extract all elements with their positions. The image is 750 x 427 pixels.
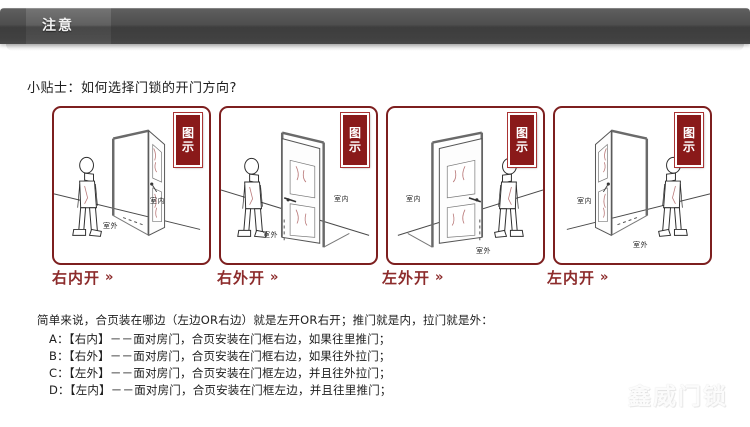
explanation-item-a: A：【右内】－－面对房门，合页安装在门框右边，如果往里推门； bbox=[49, 332, 391, 346]
badge-char-top: 图 bbox=[181, 126, 194, 140]
caption-label: 右内开 bbox=[52, 268, 101, 287]
illustration-panel-left-out: 室内 室外 图 示 bbox=[386, 106, 545, 265]
illustration-panel-left-in: 室内 室外 图 示 bbox=[553, 106, 712, 265]
panel-caption-right-out: 右外开 » bbox=[217, 264, 374, 290]
diagram-badge: 图 示 bbox=[507, 112, 537, 168]
indoor-label: 室内 bbox=[577, 197, 592, 205]
indoor-label: 室内 bbox=[150, 197, 165, 205]
explanation-item-c: C：【左外】－－面对房门，合页安装在门框左边，并且往外拉门； bbox=[49, 366, 391, 380]
explanation-item-b: B：【右外】－－面对房门，合页安装在门框右边，如果往外拉门； bbox=[49, 349, 391, 363]
explanation-block: 简单来说，合页装在哪边（左边OR右边）就是左开OR右开；推门就是内，拉门就是外：… bbox=[37, 312, 727, 399]
door-scene-right-out bbox=[221, 108, 376, 263]
outdoor-label: 室外 bbox=[103, 222, 118, 230]
panel-caption-right-in: 右内开 » bbox=[52, 264, 209, 290]
header-shadow bbox=[6, 44, 744, 51]
door-scene-left-in bbox=[555, 108, 710, 263]
outdoor-label: 室外 bbox=[476, 247, 491, 255]
panel-caption-left-out: 左外开 » bbox=[382, 264, 539, 290]
outdoor-label: 室外 bbox=[633, 241, 648, 249]
explanation-lead: 简单来说，合页装在哪边（左边OR右边）就是左开OR右开；推门就是内，拉门就是外： bbox=[37, 313, 494, 327]
panel-captions: 右内开 » 右外开 » 左外开 » 左内开 » bbox=[52, 264, 712, 290]
badge-char-bottom: 示 bbox=[682, 140, 695, 154]
door-scene-right-in bbox=[54, 108, 209, 263]
header-accent-block bbox=[26, 8, 111, 44]
double-chevron-right-icon: » bbox=[600, 269, 609, 285]
badge-char-bottom: 示 bbox=[348, 140, 361, 154]
badge-char-top: 图 bbox=[682, 126, 695, 140]
diagram-badge: 图 示 bbox=[173, 112, 203, 168]
illustration-panels: 室内 室外 图 示 bbox=[52, 106, 712, 265]
panel-caption-left-in: 左内开 » bbox=[547, 264, 704, 290]
caption-label: 右外开 bbox=[217, 268, 266, 287]
door-scene-left-out bbox=[388, 108, 543, 263]
illustration-panel-right-out: 室内 室外 图 示 bbox=[219, 106, 378, 265]
double-chevron-right-icon: » bbox=[435, 269, 444, 285]
diagram-badge: 图 示 bbox=[674, 112, 704, 168]
badge-char-bottom: 示 bbox=[515, 140, 528, 154]
badge-char-bottom: 示 bbox=[181, 140, 194, 154]
illustration-panel-right-in: 室内 室外 图 示 bbox=[52, 106, 211, 265]
explanation-item-d: D：【左内】－－面对房门，合页安装在门框左边，并且往里推门； bbox=[49, 383, 392, 397]
header-title: 注意 bbox=[42, 18, 74, 34]
badge-char-top: 图 bbox=[348, 126, 361, 140]
badge-char-top: 图 bbox=[515, 126, 528, 140]
indoor-label: 室内 bbox=[334, 195, 349, 203]
caption-label: 左外开 bbox=[382, 268, 431, 287]
diagram-badge: 图 示 bbox=[340, 112, 370, 168]
caption-label: 左内开 bbox=[547, 268, 596, 287]
explanation-list: A：【右内】－－面对房门，合页安装在门框右边，如果往里推门； B：【右外】－－面… bbox=[49, 331, 727, 399]
indoor-label: 室内 bbox=[406, 195, 421, 203]
outdoor-label: 室外 bbox=[263, 231, 278, 239]
double-chevron-right-icon: » bbox=[105, 269, 114, 285]
double-chevron-right-icon: » bbox=[270, 269, 279, 285]
header-bar: 注意 bbox=[0, 8, 750, 44]
page-subtitle: 小贴士：如何选择门锁的开门方向? bbox=[27, 81, 237, 96]
